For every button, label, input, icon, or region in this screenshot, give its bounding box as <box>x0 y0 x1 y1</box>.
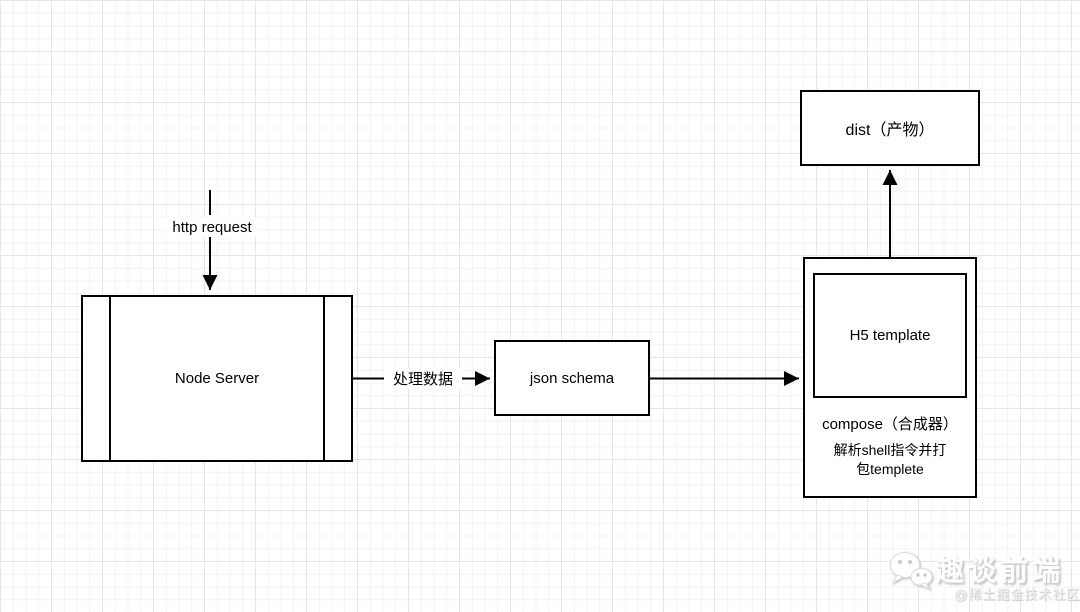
node-server-right-bar <box>323 297 325 460</box>
compose-title: compose（合成器） <box>822 416 958 433</box>
watermark-credit-text: @稀土掘金技术社区 <box>954 587 1080 602</box>
dist-box: dist（产物） <box>800 90 980 166</box>
compose-description-line1: 解析shell指令并打 <box>833 442 947 458</box>
json-schema-label: json schema <box>529 369 615 387</box>
dist-label: dist（产物） <box>845 122 935 139</box>
watermark: 趣谈前端 @稀土掘金技术社区 <box>884 545 1080 605</box>
compose-box: H5 template compose（合成器） 解析shell指令并打 包te… <box>803 257 977 498</box>
node-server-left-bar <box>109 297 111 460</box>
json-schema-box: json schema <box>494 340 650 416</box>
h5-template-box: H5 template <box>813 273 967 398</box>
node-server-label: Node Server <box>174 370 260 387</box>
h5-template-label: H5 template <box>849 327 931 344</box>
http-request-label: http request <box>166 217 258 237</box>
compose-description: 解析shell指令并打 包templete <box>805 441 975 479</box>
process-data-label: 处理数据 <box>384 368 462 389</box>
wechat-chat-bubbles-icon <box>890 552 933 591</box>
node-server-box: Node Server <box>81 295 353 462</box>
watermark-brand-text: 趣谈前端 <box>936 555 1065 586</box>
compose-description-line2: 包templete <box>856 461 924 477</box>
